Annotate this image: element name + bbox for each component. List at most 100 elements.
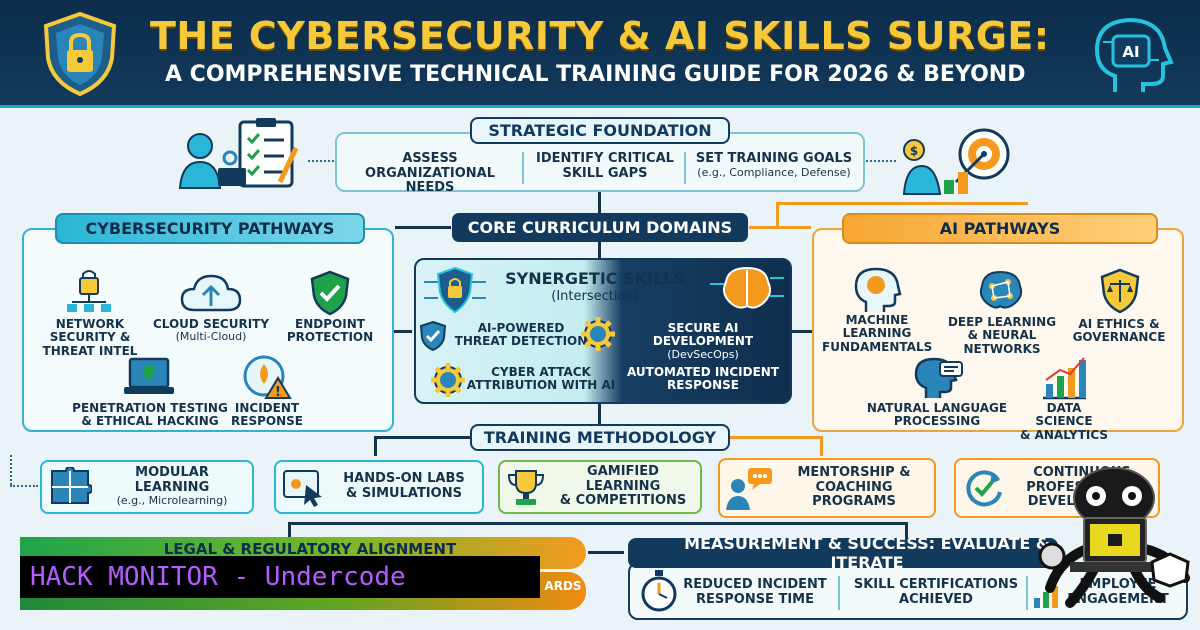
- synergy-item-line: SECURE AI DEVELOPMENT: [652, 321, 754, 349]
- method-label: GAMIFIED LEARNING & COMPETITIONS: [552, 464, 694, 509]
- ai-item-line: & NEURAL: [967, 328, 1037, 343]
- training-methodology-title: TRAINING METHODOLOGY: [470, 424, 730, 451]
- planning-checklist-icon: [178, 118, 299, 189]
- divider: [1026, 576, 1028, 610]
- ai-item-line: NATURAL LANGUAGE: [866, 401, 1008, 415]
- ai-item-line: FUNDAMENTALS: [822, 339, 933, 354]
- synergy-item-line: (DevSecOps): [667, 347, 739, 361]
- strategic-item: SET TRAINING GOALS (e.g., Compliance, De…: [688, 151, 860, 179]
- cyber-item-line: RESPONSE: [231, 414, 303, 429]
- method-label-line: MENTORSHIP &: [797, 465, 911, 481]
- gear-shield-icon: [581, 317, 615, 351]
- cyber-item-endpoint: ENDPOINT PROTECTION: [280, 317, 380, 345]
- ai-item-nlp: NATURAL LANGUAGE PROCESSING: [866, 401, 1008, 429]
- stopwatch-icon: [641, 570, 677, 612]
- strategic-item: ASSESS ORGANIZATIONAL NEEDS: [345, 151, 515, 196]
- core-curriculum-title: CORE CURRICULUM DOMAINS: [452, 213, 748, 242]
- page-title: THE CYBERSECURITY & AI SKILLS SURGE:: [150, 14, 1050, 58]
- synergy-item-line: ATTRIBUTION WITH AI: [466, 378, 616, 393]
- synergy-item-line: RESPONSE: [667, 378, 739, 393]
- divider: [838, 576, 840, 610]
- cyber-item-line: THREAT INTEL: [42, 343, 138, 358]
- laptop-lock-icon: [124, 357, 174, 394]
- gear-globe-icon: [431, 363, 465, 397]
- connector: [598, 242, 601, 258]
- ai-item-line: LEARNING: [842, 326, 912, 341]
- method-label: MODULAR LEARNING (e.g., Microlearning): [98, 465, 246, 508]
- connector: [588, 551, 624, 554]
- synergy-item-automated-response: AUTOMATED INCIDENT RESPONSE: [620, 365, 786, 393]
- method-label-line: GAMIFIED LEARNING: [585, 464, 661, 494]
- cybersecurity-pathways-title: CYBERSECURITY PATHWAYS: [55, 213, 365, 244]
- method-label-line: & SIMULATIONS: [346, 486, 462, 501]
- connector: [776, 202, 779, 226]
- ai-item-line: MACHINE: [845, 313, 909, 327]
- method-hands-on-labs: HANDS-ON LABS & SIMULATIONS: [274, 460, 484, 514]
- connector: [792, 330, 812, 333]
- connector: [374, 436, 470, 439]
- svg-text:$: $: [910, 144, 918, 158]
- strategic-foundation-title: STRATEGIC FOUNDATION: [470, 117, 730, 144]
- connector: [288, 522, 291, 538]
- shield-check-icon: [419, 320, 447, 352]
- shield-lock-icon: [43, 11, 117, 97]
- trophy-icon: [507, 470, 545, 505]
- ai-item-ethics: AI ETHICS & GOVERNANCE: [1066, 317, 1172, 345]
- synergy-item-line: THREAT DETECTION: [454, 334, 588, 349]
- measurement-item-line: ACHIEVED: [899, 591, 973, 607]
- strategic-item-line: ASSESS: [402, 151, 458, 166]
- refresh-check-icon: [966, 470, 1002, 507]
- strategic-item: IDENTIFY CRITICAL SKILL GAPS: [530, 151, 680, 181]
- method-label-line: & COMPETITIONS: [559, 493, 687, 509]
- method-mentorship: MENTORSHIP & COACHING PROGRAMS: [718, 458, 936, 518]
- synergy-item-attack-attribution: CYBER ATTACK ATTRIBUTION WITH AI: [466, 365, 616, 393]
- ai-item-line: PROCESSING: [893, 414, 981, 429]
- connector: [10, 455, 12, 485]
- connector: [866, 160, 896, 162]
- target-goal-icon: $: [902, 128, 1010, 195]
- connector: [749, 226, 811, 229]
- cyber-item-network: NETWORK SECURITY & THREAT INTEL: [34, 317, 146, 358]
- cyber-item-line: CLOUD SECURITY: [152, 317, 270, 331]
- connector: [598, 192, 601, 213]
- cloud-upload-icon: [180, 274, 242, 312]
- hacker-robot-mascot-icon: [1038, 467, 1190, 608]
- incident-warning-icon: !: [243, 355, 292, 400]
- connector: [395, 226, 451, 229]
- connector: [394, 330, 412, 333]
- scales-shield-icon: [1100, 268, 1140, 314]
- ai-item-line: DEEP LEARNING: [947, 315, 1057, 329]
- growth-chart-icon: [1034, 586, 1058, 608]
- cyber-item-line: NETWORK: [55, 317, 125, 331]
- divider: [522, 152, 524, 184]
- circuit-brain-icon: [710, 266, 784, 309]
- method-label-line: (e.g., Microlearning): [116, 494, 228, 508]
- method-label-line: COACHING: [815, 479, 893, 495]
- connector: [288, 522, 908, 525]
- page-subtitle: A COMPREHENSIVE TECHNICAL TRAINING GUIDE…: [165, 62, 1026, 87]
- measurement-title: MEASUREMENT & SUCCESS: EVALUATE & ITERAT…: [628, 534, 1058, 572]
- svg-text:!: !: [275, 385, 281, 400]
- ai-item-line: & ANALYTICS: [1019, 427, 1109, 442]
- ai-item-line: GOVERNANCE: [1072, 330, 1166, 345]
- network-lock-icon: [67, 270, 111, 312]
- cyber-item-line: PENETRATION TESTING: [72, 401, 228, 415]
- mentor-chat-icon: [726, 468, 772, 510]
- strategic-item-line: SET TRAINING GOALS: [695, 151, 853, 166]
- puzzle-icon: [51, 467, 92, 504]
- shield-check-icon: [310, 270, 350, 316]
- method-label-line: HANDS-ON LABS: [343, 471, 465, 487]
- strategic-item-line: SKILL GAPS: [562, 165, 648, 181]
- legal-alignment-title: LEGAL & REGULATORY ALIGNMENT: [163, 540, 457, 558]
- cyber-item-line: PROTECTION: [286, 330, 374, 345]
- measurement-item-line: SKILL CERTIFICATIONS: [853, 577, 1019, 592]
- brain-head-icon: [854, 267, 902, 312]
- neural-brain-icon: [979, 270, 1023, 309]
- strategic-item-line: IDENTIFY CRITICAL: [536, 151, 674, 166]
- cyber-item-line: & ETHICAL HACKING: [81, 414, 219, 429]
- synergetic-skills-title: SYNERGETIC SKILLS: [505, 269, 685, 288]
- method-modular-learning: MODULAR LEARNING (e.g., Microlearning): [40, 460, 254, 514]
- method-label-line: PROGRAMS: [812, 494, 896, 510]
- measurement-item-certifications: SKILL CERTIFICATIONS ACHIEVED: [848, 577, 1024, 607]
- synergy-item-threat-detection: AI-POWERED THREAT DETECTION: [448, 321, 594, 349]
